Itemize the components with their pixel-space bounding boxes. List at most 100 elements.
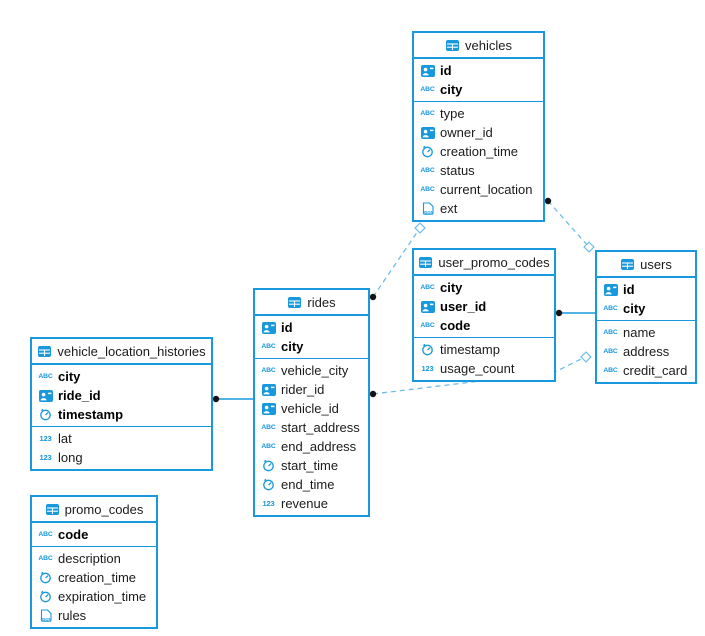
string-type-icon: ABC [420, 284, 435, 291]
timestamp-type-icon [420, 145, 435, 158]
string-type-icon: ABC [420, 167, 435, 174]
field-row-timestamp[interactable]: timestamp [414, 340, 554, 359]
number-type-icon: 123 [39, 453, 52, 462]
table-header[interactable]: promo_codes [32, 497, 156, 523]
string-type-icon: ABC [603, 348, 618, 355]
field-row-usage_count[interactable]: 123 usage_count [414, 359, 554, 378]
table-grid-icon [620, 258, 635, 270]
relationship-vehicles-users[interactable] [544, 197, 595, 253]
field-row-ride_id[interactable]: ride_id [32, 386, 211, 405]
relationship-user_promo_codes-users[interactable] [555, 309, 595, 317]
table-header[interactable]: vehicles [414, 33, 543, 59]
table-header[interactable]: vehicle_location_histories [32, 339, 211, 365]
number-type-icon: 123 [262, 499, 275, 508]
number-type-icon: 123 [421, 364, 434, 373]
field-row-city[interactable]: ABC city [255, 337, 368, 356]
field-row-start_address[interactable]: ABC start_address [255, 418, 368, 437]
field-name: city [281, 339, 304, 354]
field-name: usage_count [440, 361, 515, 376]
field-row-lat[interactable]: 123 lat [32, 429, 211, 448]
table-title: rides [307, 294, 336, 310]
field-name: creation_time [440, 144, 519, 159]
field-name: code [440, 318, 471, 333]
field-row-expiration_time[interactable]: expiration_time [32, 587, 156, 606]
field-row-id[interactable]: id [255, 318, 368, 337]
string-type-icon: ABC [420, 322, 435, 329]
field-row-ext[interactable]: JSON ext [414, 199, 543, 218]
relationship-rides-vehicles[interactable] [369, 222, 426, 301]
relationship-vehicle_location_histories-rides[interactable] [212, 395, 253, 403]
svg-text:JSON: JSON [40, 616, 51, 621]
field-name: rider_id [281, 382, 325, 397]
field-name: ext [440, 201, 458, 216]
table-header[interactable]: user_promo_codes [414, 250, 554, 276]
field-name: lat [58, 431, 72, 446]
field-name: id [623, 282, 635, 297]
timestamp-type-icon [38, 590, 53, 603]
field-row-id[interactable]: id [597, 280, 695, 299]
field-name: description [58, 551, 121, 566]
table-header[interactable]: users [597, 252, 695, 278]
string-type-icon: ABC [261, 343, 276, 350]
field-name: user_id [440, 299, 487, 314]
string-type-icon: ABC [261, 443, 276, 450]
field-row-rider_id[interactable]: rider_id [255, 380, 368, 399]
field-row-creation_time[interactable]: creation_time [32, 568, 156, 587]
table-title: users [640, 256, 672, 272]
field-row-end_time[interactable]: end_time [255, 475, 368, 494]
id-type-icon [603, 283, 618, 296]
string-type-icon: ABC [603, 329, 618, 336]
field-row-owner_id[interactable]: owner_id [414, 123, 543, 142]
field-row-start_time[interactable]: start_time [255, 456, 368, 475]
string-type-icon: ABC [261, 424, 276, 431]
json-type-icon: JSON [420, 202, 435, 215]
field-name: id [281, 320, 293, 335]
field-row-timestamp[interactable]: timestamp [32, 405, 211, 424]
id-type-icon [420, 300, 435, 313]
table-header[interactable]: rides [255, 290, 368, 316]
field-row-id[interactable]: id [414, 61, 543, 80]
id-type-icon [420, 64, 435, 77]
number-type-icon: 123 [39, 434, 52, 443]
field-name: current_location [440, 182, 533, 197]
table-grid-icon [37, 345, 52, 357]
field-row-vehicle_id[interactable]: vehicle_id [255, 399, 368, 418]
table-grid-icon [418, 256, 433, 268]
field-row-user_id[interactable]: user_id [414, 297, 554, 316]
field-row-creation_time[interactable]: creation_time [414, 142, 543, 161]
table-title: vehicle_location_histories [57, 343, 206, 359]
field-row-code[interactable]: ABC code [414, 316, 554, 335]
json-type-icon: JSON [38, 609, 53, 622]
field-name: start_address [281, 420, 360, 435]
id-type-icon [38, 389, 53, 402]
field-name: city [623, 301, 646, 316]
